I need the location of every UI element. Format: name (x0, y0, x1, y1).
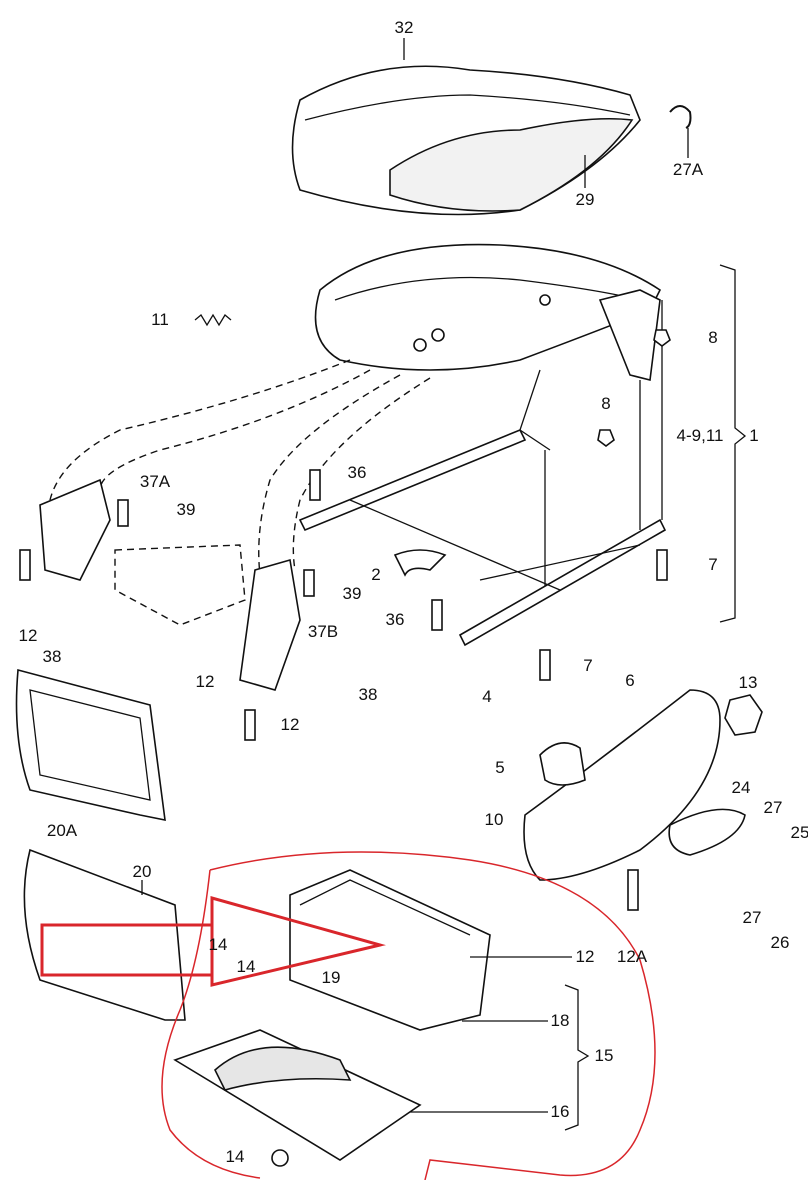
callout-12: 12 (195, 672, 215, 691)
callout-37b: 37B (307, 622, 339, 641)
screws (19, 329, 671, 911)
callout-36: 36 (347, 463, 367, 482)
callout-1: 1 (749, 426, 759, 445)
callout-39: 39 (176, 500, 196, 519)
callout-4-9-11: 4-9,11 (676, 426, 724, 445)
trim-panel-20 (23, 848, 186, 1021)
callout-27a: 27A (672, 160, 704, 179)
callout-25: 25 (790, 823, 808, 842)
callout-5: 5 (495, 758, 505, 777)
callout-12: 12 (18, 626, 38, 645)
callout-7: 7 (708, 555, 718, 574)
group-bracket-1 (719, 264, 747, 623)
callout-14: 14 (225, 1147, 245, 1166)
callout-27: 27 (763, 798, 783, 817)
callout-15: 15 (594, 1046, 614, 1065)
callout-13: 13 (738, 673, 758, 692)
callout-20a: 20A (46, 821, 78, 840)
callout-6: 6 (625, 671, 635, 690)
callout-24: 24 (731, 778, 751, 797)
callout-18: 18 (550, 1011, 570, 1030)
callout-29: 29 (575, 190, 595, 209)
callout-19: 19 (321, 968, 341, 987)
callout-7: 7 (583, 656, 593, 675)
callout-26: 26 (770, 933, 790, 952)
callout-11: 11 (151, 310, 169, 329)
storage-drawer (173, 869, 590, 1167)
callout-16: 16 (550, 1102, 570, 1121)
callout-12a: 12A (616, 947, 648, 966)
callout-14: 14 (236, 957, 256, 976)
adjuster-10 (523, 689, 763, 881)
callout-4: 4 (482, 687, 492, 706)
callout-12: 12 (575, 947, 595, 966)
callout-20: 20 (132, 862, 152, 881)
bracket-37a (39, 478, 246, 626)
seat-cushion (291, 38, 641, 216)
callout-27: 27 (742, 908, 762, 927)
callout-37a: 37A (139, 472, 171, 491)
callout-39: 39 (342, 584, 362, 603)
bracket-37b (239, 558, 301, 691)
red-highlight-markup (40, 851, 656, 1180)
callout-12: 12 (280, 715, 300, 734)
clip-27a (669, 105, 692, 158)
callout-8: 8 (708, 328, 718, 347)
callout-10: 10 (484, 810, 504, 829)
callout-36: 36 (385, 610, 405, 629)
callout-38: 38 (42, 647, 62, 666)
callout-32: 32 (394, 18, 414, 37)
callout-38: 38 (358, 685, 378, 704)
lever-2 (393, 549, 447, 577)
trim-panel-20a (15, 668, 166, 822)
callout-14: 14 (208, 935, 228, 954)
callout-8: 8 (601, 394, 611, 413)
spring-11 (194, 313, 232, 327)
seat-frame (49, 243, 663, 590)
seat-rails (298, 428, 667, 647)
callout-2: 2 (371, 565, 381, 584)
